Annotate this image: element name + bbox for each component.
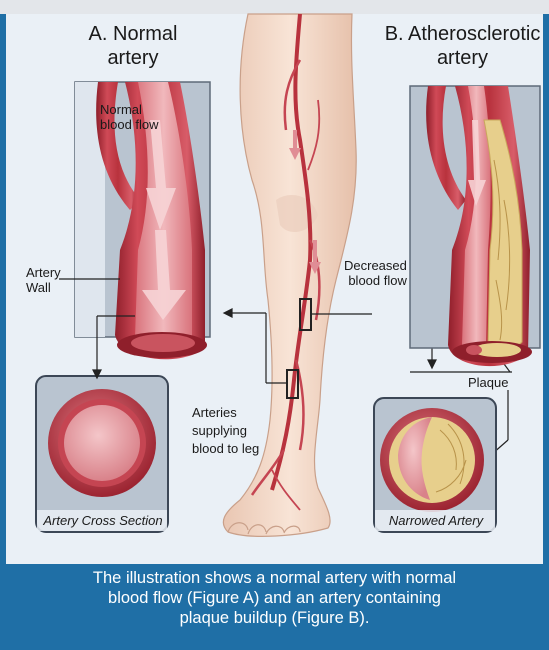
leg-drawing	[223, 14, 356, 536]
panel-b-title-line1: B. Atherosclerotic	[370, 22, 549, 46]
figure-caption: The illustration shows a normal artery w…	[0, 568, 549, 650]
caption-line2: blood flow (Figure A) and an artery cont…	[0, 588, 549, 608]
decreased-flow-label-line2: blood flow	[344, 273, 407, 288]
panel-a-title-line1: A. Normal	[58, 22, 208, 46]
arteries-label: Arteries supplying blood to leg	[192, 404, 259, 458]
decreased-flow-label: Decreased blood flow	[344, 258, 407, 288]
panel-b-title-line2: artery	[370, 46, 549, 70]
panel-a-title: A. Normal artery	[58, 22, 208, 70]
normal-flow-label: Normal blood flow	[100, 102, 159, 132]
artery-wall-label: Artery Wall	[26, 265, 61, 295]
normal-flow-label-line2: blood flow	[100, 117, 159, 132]
narrowed-cross-section	[374, 398, 496, 532]
atherosclerotic-artery-drawing	[410, 86, 540, 366]
plaque-label: Plaque	[468, 375, 508, 390]
panel-a-title-line2: artery	[58, 46, 208, 70]
arteries-label-line1: Arteries	[192, 404, 259, 422]
decreased-flow-label-line1: Decreased	[344, 258, 407, 273]
arteries-label-line3: blood to leg	[192, 440, 259, 458]
arteries-label-line2: supplying	[192, 422, 259, 440]
caption-line1: The illustration shows a normal artery w…	[0, 568, 549, 588]
panel-b-title: B. Atherosclerotic artery	[370, 22, 549, 70]
normal-cross-section	[36, 376, 168, 532]
artery-wall-label-line1: Artery	[26, 265, 61, 280]
normal-flow-label-line1: Normal	[100, 102, 159, 117]
narrowed-artery-label: Narrowed Artery	[376, 513, 496, 528]
artery-cross-section-label: Artery Cross Section	[37, 513, 169, 528]
caption-line3: plaque buildup (Figure B).	[0, 608, 549, 628]
artery-wall-label-line2: Wall	[26, 280, 61, 295]
